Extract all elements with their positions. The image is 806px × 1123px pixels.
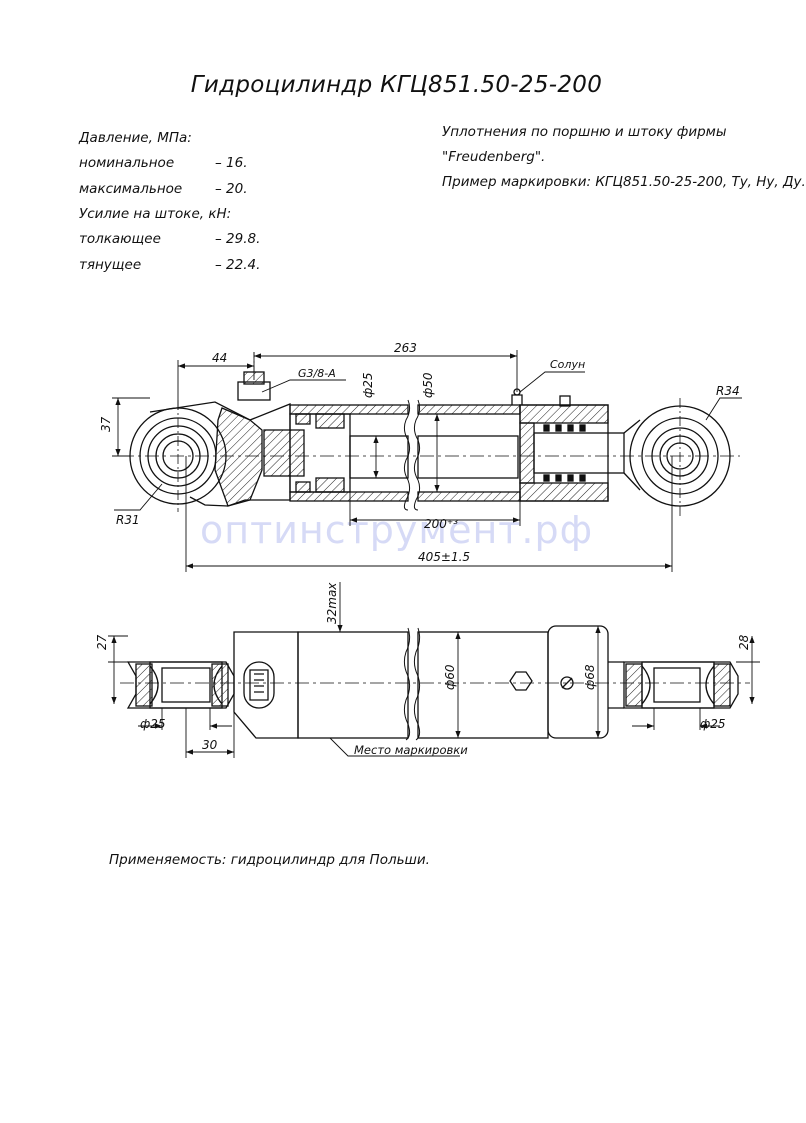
head-block-side [233,631,299,739]
dim-44: 44 [212,351,227,365]
port-hex-side [243,661,275,709]
tube-wall-top-left [289,404,409,415]
seal-note-line1: Уплотнения по поршню и штоку фирмы [442,124,727,140]
pull-value: – 22.4. [215,257,261,273]
watermark: оптинструмент.рф [200,508,594,552]
dim-32max: 32max [325,582,339,624]
seal-note-line2: "Freudenberg". [442,149,546,165]
rod-left [349,435,409,479]
pressure-header: Давление, МПа: [79,130,192,146]
rod-diameter-label: ф25 [361,372,375,398]
force-header: Усилие на штоке, кН: [79,206,232,222]
dim-28: 28 [737,634,751,650]
left-eye-bore-label: ф25 [140,717,166,731]
rod-right [417,435,519,479]
r34-label: R34 [716,384,740,398]
marking-place-label: Место маркировки [354,743,468,757]
grease-nipple [511,394,523,405]
tube-side-right [417,631,549,739]
dim-37: 37 [99,416,113,432]
application-note: Применяемость: гидроцилиндр для Польши. [109,852,430,868]
nominal-label: номинальное [79,155,175,171]
dim-405: 405±1.5 [418,550,470,564]
tube-diameter-label: ф60 [443,664,457,690]
port-label: G3/8-A [298,367,336,380]
pull-label: тянущее [79,257,142,273]
left-head-hatch [214,407,263,507]
piston-nut [263,429,305,477]
tube-side-left [297,631,409,739]
bore-diameter-label: ф50 [421,372,435,398]
drawing-title: Гидроцилиндр КГЦ851.50-25-200 [190,72,603,98]
max-value: – 20. [215,181,248,197]
push-value: – 29.8. [215,231,261,247]
dim-263: 263 [394,341,417,355]
dim-200: 200⁺³ [424,517,458,531]
max-label: максимальное [79,181,183,197]
nominal-value: – 16. [215,155,248,171]
push-label: толкающее [79,231,161,247]
gland-diameter-label: ф68 [583,664,597,690]
right-eye-bore-label: ф25 [700,717,726,731]
dim-30: 30 [202,738,218,752]
dim-27: 27 [95,634,109,650]
grease-label: Солун [550,358,585,371]
rod-through-gland [533,432,625,474]
tube-wall-bottom-right [417,491,521,502]
grease-nipple-side [509,671,533,691]
right-eye-side [623,661,739,709]
marking-example: Пример маркировки: КГЦ851.50-25-200, Ту,… [442,174,806,190]
tube-wall-bottom-left [289,491,409,502]
r31-label: R31 [116,513,140,527]
tube-wall-top-right [417,404,521,415]
gland-side [547,625,609,739]
